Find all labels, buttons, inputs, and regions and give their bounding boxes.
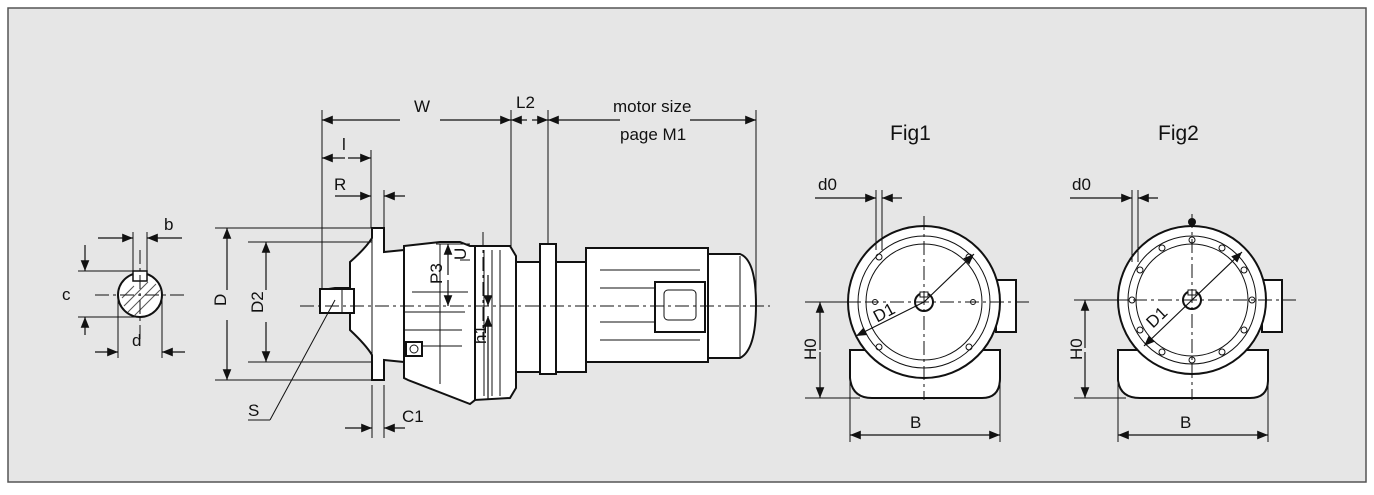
label-U: U — [451, 248, 470, 260]
label-D: D — [211, 294, 230, 306]
label-motor-size: motor size — [613, 97, 691, 116]
label-S: S — [248, 401, 259, 420]
label-L2: L2 — [516, 93, 535, 112]
fig2-label-B: B — [1180, 413, 1191, 432]
label-d: d — [132, 331, 141, 350]
fig2-label-H0: H0 — [1067, 338, 1086, 360]
label-b: b — [164, 215, 173, 234]
label-page-M1: page M1 — [620, 125, 686, 144]
label-W: W — [414, 97, 430, 116]
label-h1: h1 — [471, 325, 490, 344]
fig2-label-d0: d0 — [1072, 175, 1091, 194]
fig1-title: Fig1 — [890, 122, 931, 145]
fig1-label-d0: d0 — [818, 175, 837, 194]
shaft-section-view — [78, 232, 185, 358]
drawing-panel — [7, 7, 1367, 483]
fig1-front-view — [805, 190, 1030, 442]
label-D2: D2 — [248, 291, 267, 313]
fig1-label-H0: H0 — [801, 338, 820, 360]
fig2-front-view — [1070, 190, 1296, 442]
flange-dimensions — [215, 227, 493, 438]
label-l: l — [342, 135, 346, 154]
fig1-label-B: B — [910, 413, 921, 432]
label-c: c — [62, 285, 71, 304]
top-dimensions — [321, 110, 757, 300]
label-C1: C1 — [402, 407, 424, 426]
label-P3: P3 — [427, 263, 446, 284]
label-R: R — [334, 175, 346, 194]
fig2-title: Fig2 — [1158, 122, 1199, 145]
gear-unit-side-view — [300, 227, 770, 406]
